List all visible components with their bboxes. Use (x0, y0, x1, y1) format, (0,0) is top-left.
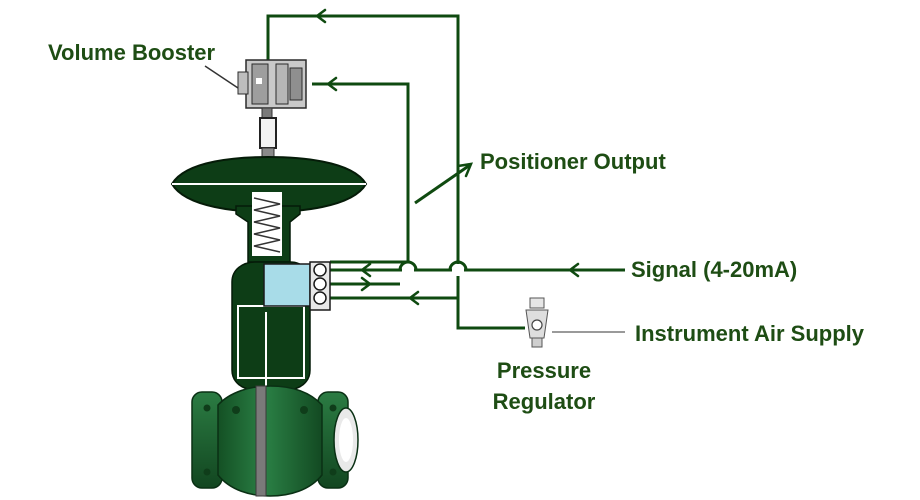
arrow-positioner-supply (407, 290, 420, 306)
arrow-booster-input (325, 76, 338, 92)
signal-label: Signal (4-20mA) (631, 257, 798, 282)
arrow-signal-positioner (359, 262, 372, 278)
flow-arrows (314, 8, 580, 306)
pressure-regulator-label-line1: Pressure (496, 358, 592, 383)
tubing-lines (266, 14, 625, 330)
positioner-output-leader (414, 163, 471, 205)
positioner (263, 261, 331, 311)
pressure-regulator-label-line2: Regulator (492, 389, 596, 414)
arrow-positioner-output (456, 162, 474, 178)
line-crossings (398, 260, 468, 276)
arrow-top (314, 8, 327, 24)
volume-booster (237, 59, 307, 159)
volume-booster-leader (204, 65, 239, 89)
arrow-positioner-middle (360, 276, 373, 292)
instrument-air-supply-label: Instrument Air Supply (635, 321, 864, 346)
positioner-output-label: Positioner Output (480, 149, 666, 174)
arrow-signal-right (567, 262, 580, 278)
supply-to-booster-line (266, 14, 525, 330)
volume-booster-label: Volume Booster (48, 40, 216, 65)
pressure-regulator (525, 297, 549, 348)
valve-body (191, 385, 359, 497)
